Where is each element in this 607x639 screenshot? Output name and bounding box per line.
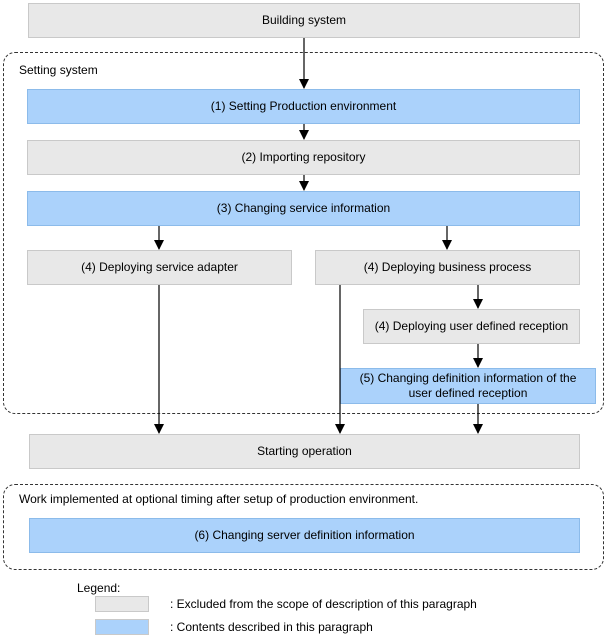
step3-label: (3) Changing service information [216, 201, 391, 215]
legend-title: Legend: [77, 581, 121, 595]
step4-reception-box: (4) Deploying user defined reception [363, 309, 580, 344]
step2-label: (2) Importing repository [241, 150, 366, 164]
step6-box: (6) Changing server definition informati… [29, 518, 580, 553]
step5-label-line1: (5) Changing definition information of t… [359, 371, 577, 385]
building-system-box: Building system [28, 3, 580, 38]
step5-box: (5) Changing definition information of t… [340, 368, 596, 404]
optional-work-title: Work implemented at optional timing afte… [19, 492, 419, 506]
setting-system-title: Setting system [19, 63, 98, 77]
legend-swatch-described [95, 619, 149, 635]
optional-work-group [3, 484, 604, 570]
building-system-label: Building system [261, 13, 347, 27]
step4-reception-label: (4) Deploying user defined reception [374, 319, 569, 333]
step1-label: (1) Setting Production environment [210, 99, 397, 113]
step4-business-box: (4) Deploying business process [315, 250, 580, 285]
step5-label-line2: user defined reception [408, 386, 528, 400]
step4-adapter-label: (4) Deploying service adapter [81, 260, 238, 274]
starting-operation-label: Starting operation [257, 444, 352, 458]
legend-swatch-excluded [95, 596, 149, 612]
legend-label-described: : Contents described in this paragraph [170, 620, 373, 634]
step2-box: (2) Importing repository [27, 140, 580, 175]
step4-adapter-box: (4) Deploying service adapter [27, 250, 292, 285]
step6-label: (6) Changing server definition informati… [194, 528, 415, 542]
starting-operation-box: Starting operation [29, 434, 580, 469]
step4-business-label: (4) Deploying business process [363, 260, 532, 274]
step3-box: (3) Changing service information [27, 191, 580, 226]
legend-label-excluded: : Excluded from the scope of description… [170, 597, 477, 611]
step1-box: (1) Setting Production environment [27, 89, 580, 124]
